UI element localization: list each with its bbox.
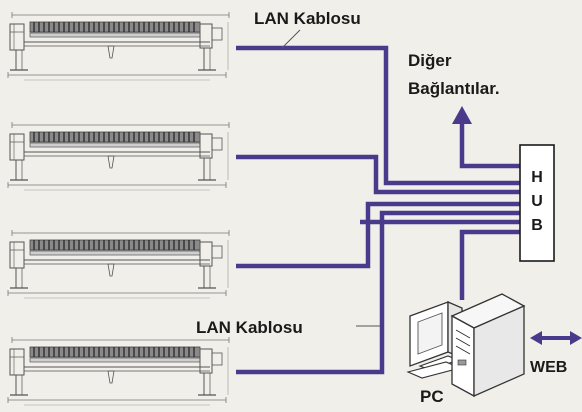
other-connections-label-line1: Diğer <box>408 51 452 70</box>
lan-cables <box>236 45 522 375</box>
machine-1 <box>7 11 230 81</box>
machine-2 <box>7 121 230 191</box>
lan-cable-label-top: LAN Kablosu <box>254 9 361 28</box>
machine-3 <box>7 229 230 299</box>
cable-pc <box>459 229 522 300</box>
web-double-arrow <box>530 331 582 345</box>
pc-computer <box>406 293 526 398</box>
lan-cable-leader-top <box>281 29 301 49</box>
cable-machine-3 <box>236 201 522 269</box>
hub <box>519 144 555 262</box>
lan-cable-label-bottom: LAN Kablosu <box>196 318 303 337</box>
web-label: WEB <box>530 359 567 376</box>
cable-machine-4 <box>236 210 522 375</box>
other-connections-arrow <box>452 106 522 169</box>
pc-label: PC <box>420 387 444 406</box>
hub-letter-u: U <box>531 193 543 210</box>
hub-letter-h: H <box>531 169 543 186</box>
cable-machine-1 <box>236 45 522 186</box>
hub-letter-b: B <box>531 217 543 234</box>
cable-machine-2 <box>236 154 522 195</box>
other-connections-label-line2: Bağlantılar. <box>408 79 500 98</box>
machine-4 <box>7 336 230 406</box>
